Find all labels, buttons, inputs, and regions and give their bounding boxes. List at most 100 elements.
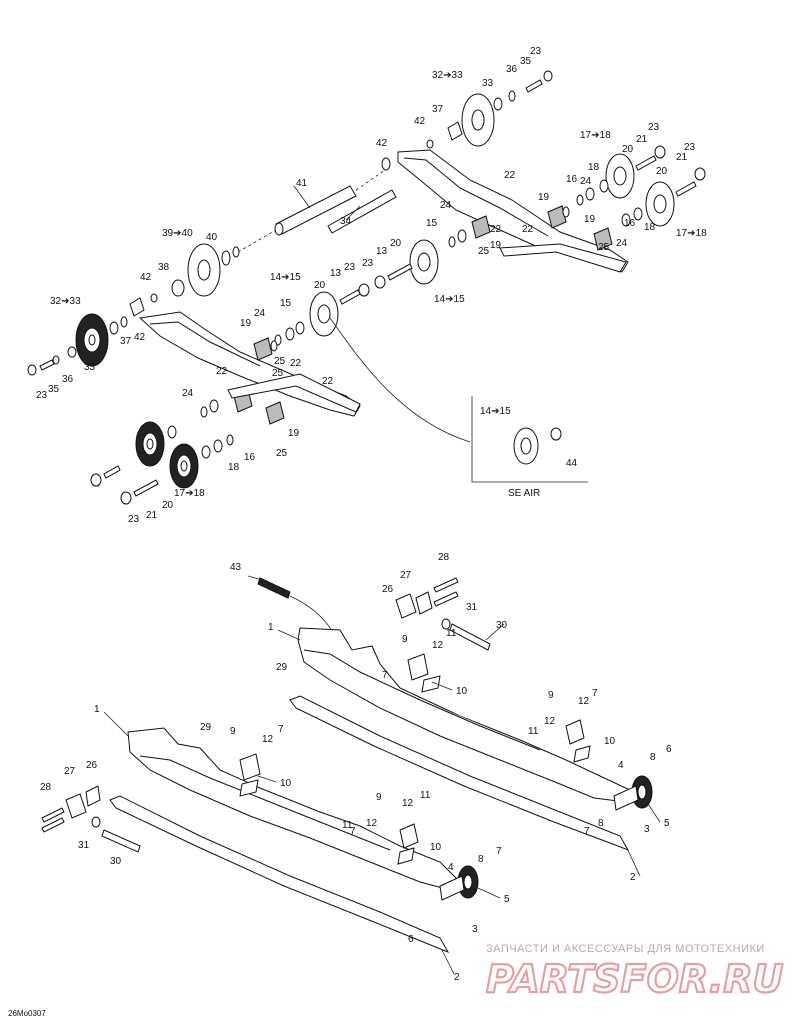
callout: 1: [94, 704, 100, 715]
callout: 38: [158, 262, 170, 273]
wheel-40-left: [171, 243, 240, 297]
callout: 44: [566, 458, 578, 469]
callout: 36: [506, 64, 518, 75]
callout: 34: [340, 216, 352, 227]
callout: 5: [504, 894, 510, 905]
bracket-9-left: [239, 753, 261, 797]
callout: 24: [580, 176, 592, 187]
slide-2-left: [109, 795, 450, 953]
callout: 3: [472, 924, 478, 935]
callout: 23: [36, 390, 48, 401]
plate-27-left: [41, 785, 101, 833]
callout: 28: [40, 782, 52, 793]
wheel-18-right-upper: [576, 145, 666, 206]
callout: 36: [62, 374, 74, 385]
callout: 12: [432, 640, 444, 651]
callout: 3: [644, 824, 650, 835]
lower-assembly: [41, 577, 653, 953]
callout: 23: [128, 514, 140, 525]
callout: 16: [566, 174, 578, 185]
wheel-5-left: [439, 865, 479, 901]
callout: 15: [280, 298, 292, 309]
callout: 22: [504, 170, 516, 181]
callout: 33: [84, 362, 96, 373]
callout: 24: [616, 238, 628, 249]
callout: 6: [408, 934, 414, 945]
callout: 16: [624, 218, 636, 229]
frame-upper-lower-rail: [227, 243, 627, 413]
callout: 23: [362, 258, 374, 269]
callout: 29: [200, 722, 212, 733]
callout: 14➔15: [480, 406, 511, 417]
callout: 21: [146, 510, 158, 521]
callout: 25: [598, 242, 610, 253]
callout: 13: [376, 246, 388, 257]
bracket-9-right: [565, 719, 591, 763]
callout: 2: [454, 972, 460, 983]
callout: 18: [228, 462, 240, 473]
callout: 20: [622, 144, 634, 155]
block-25b-upper: [448, 215, 491, 248]
watermark: ЗАПЧАСТИ И АКСЕССУАРЫ ДЛЯ МОТОТЕХНИКИ PA…: [485, 943, 785, 1002]
callout: 19: [288, 428, 300, 439]
figure-id: 26Mo0307: [8, 1009, 46, 1018]
callout: 4: [448, 862, 454, 873]
callout: 7: [584, 826, 590, 837]
callout: 22: [490, 224, 502, 235]
callout: 22: [290, 358, 302, 369]
callout: 20: [390, 238, 402, 249]
callout: 7: [350, 826, 356, 837]
plate-27-right: [395, 577, 459, 619]
callout: 4: [618, 760, 624, 771]
callout: 25: [478, 246, 490, 257]
inset-title: SE AIR: [508, 488, 540, 499]
callout: 31: [466, 602, 478, 613]
callout-labels: 23 35 36 32➔33 33 37 42 42 17➔18 20 21 2…: [36, 46, 707, 983]
callout: 27: [400, 570, 412, 581]
callout: 43: [230, 562, 242, 573]
callout: 33: [482, 78, 494, 89]
leader-lines: [103, 185, 661, 975]
callout: 16: [244, 452, 256, 463]
callout: 25: [274, 356, 286, 367]
block-19-upper: [547, 205, 570, 229]
upper-assembly: [27, 70, 706, 505]
callout: 8: [650, 752, 656, 763]
callout: 27: [64, 766, 76, 777]
bracket-9-top: [407, 653, 441, 693]
callout: 10: [456, 686, 468, 697]
callout: 28: [438, 552, 450, 563]
callout: 22: [522, 224, 534, 235]
callout: 11: [342, 820, 353, 831]
wheel-33-left: [27, 293, 158, 376]
callout: 10: [430, 842, 442, 853]
callout: 10: [280, 778, 292, 789]
wheel-15-mid-right: [374, 239, 439, 289]
callout: 42: [140, 272, 152, 283]
callout: 18: [588, 162, 600, 173]
callout: 30: [110, 856, 122, 867]
callout: 42: [414, 116, 426, 127]
callout: 9: [230, 726, 236, 737]
callout: 17➔18: [174, 488, 205, 499]
callout: 9: [376, 792, 382, 803]
callout: 23: [684, 142, 696, 153]
callout: 8: [598, 818, 604, 829]
callout: 9: [548, 690, 554, 701]
wheel-18-lower-a: [135, 421, 177, 467]
callout: 9: [402, 634, 408, 645]
callout: 40: [206, 232, 218, 243]
bolt-30-left: [91, 816, 141, 853]
wheel-15-mid-left: [274, 283, 370, 346]
wheel-18-right-lower: [621, 167, 706, 227]
bracket-9-mid: [397, 823, 419, 865]
wheel-33-top: [381, 70, 553, 171]
callout: 37: [120, 336, 132, 347]
callout: 42: [134, 332, 146, 343]
callout: 7: [496, 846, 502, 857]
watermark-logo: PARTSFOR.RU: [486, 957, 784, 1001]
callout: 2: [630, 872, 636, 883]
inset-se-air: [471, 396, 588, 483]
callout: 23: [530, 46, 542, 57]
